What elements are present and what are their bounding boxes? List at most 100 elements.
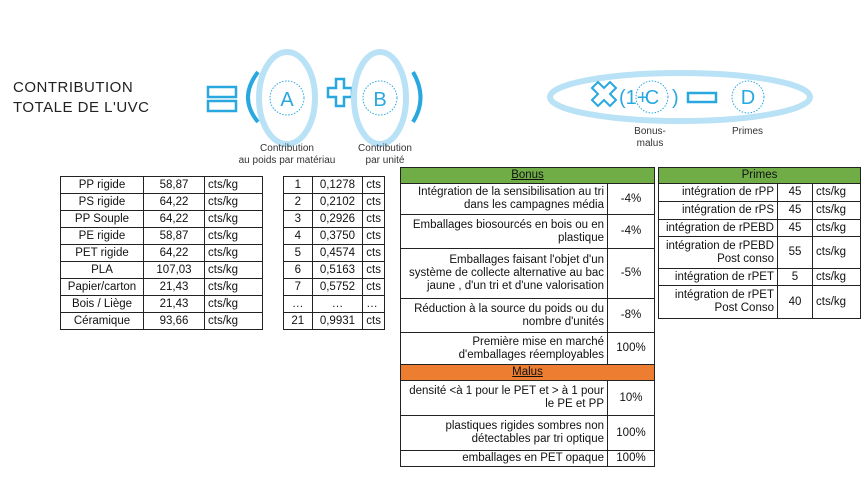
bonus-value: -5%	[607, 248, 655, 299]
malus-text: emballages en PET opaque	[400, 450, 608, 467]
table-row: densité <à 1 pour le PET et > à 1 pour l…	[400, 380, 655, 416]
ellipse-cd-icon	[547, 70, 813, 124]
bonus-text: Première mise en marché d'emballages rée…	[400, 332, 608, 365]
malus-text: plastiques rigides sombres non détectabl…	[400, 415, 608, 451]
label-d: Primes	[731, 126, 764, 137]
letter-b: B	[373, 89, 386, 111]
header-row: Primes	[658, 167, 861, 184]
unit-label: cts	[362, 227, 385, 245]
unit-label: …	[362, 295, 385, 313]
material-unit: cts/kg	[204, 261, 263, 279]
material-name: Bois / Liège	[60, 295, 144, 313]
malus-value: 10%	[607, 380, 655, 416]
material-value: 64,22	[143, 244, 205, 262]
bonus-text: Emballages biosourcés en bois ou en plas…	[400, 214, 608, 249]
unit-value: 0,2926	[311, 210, 364, 228]
material-unit: cts/kg	[204, 176, 263, 194]
prime-unit: cts/kg	[812, 201, 861, 220]
unit-value: 0,3750	[311, 227, 364, 245]
unit-count: 5	[283, 244, 313, 262]
prime-value: 45	[777, 219, 813, 237]
material-unit: cts/kg	[204, 278, 263, 296]
material-name: PLA	[60, 261, 144, 279]
material-unit: cts/kg	[204, 312, 263, 330]
material-name: PP rigide	[60, 176, 144, 194]
unit-value: 0,4574	[311, 244, 364, 262]
unit-value: 0,5163	[311, 261, 364, 279]
minus-icon	[686, 91, 718, 104]
material-unit: cts/kg	[204, 193, 263, 211]
material-name: Papier/carton	[60, 278, 144, 296]
letter-c: C	[645, 87, 659, 109]
letter-d: D	[741, 87, 755, 109]
material-unit: cts/kg	[204, 244, 263, 262]
circle-c-icon	[635, 80, 669, 114]
prime-unit: cts/kg	[812, 183, 861, 202]
letter-a: A	[280, 89, 294, 111]
prime-unit: cts/kg	[812, 236, 861, 269]
prime-unit: cts/kg	[812, 268, 861, 286]
title-line-2: TOTALE DE L'UVC	[13, 99, 150, 116]
table-row: Première mise en marché d'emballages rée…	[400, 332, 655, 365]
material-name: PP Souple	[60, 210, 144, 228]
label-c: Bonus-malus	[634, 126, 666, 149]
material-name: PS rigide	[60, 193, 144, 211]
bonus-text: Intégration de la sensibilisation au tri…	[400, 183, 608, 215]
prime-value: 45	[777, 201, 813, 220]
material-unit: cts/kg	[204, 210, 263, 228]
ellipse-b-icon	[351, 49, 409, 147]
plus-icon	[326, 77, 354, 108]
unit-count: 1	[283, 176, 313, 194]
material-unit: cts/kg	[204, 295, 263, 313]
unit-label: cts	[362, 312, 385, 330]
close-paren: )	[672, 87, 679, 109]
prime-text: intégration de rPS	[658, 201, 778, 220]
malus-value: 100%	[607, 450, 655, 467]
unit-count: 21	[283, 312, 313, 330]
unit-label: cts	[362, 193, 385, 211]
equals-icon	[206, 85, 238, 113]
prime-text: intégration de rPP	[658, 183, 778, 202]
material-name: Céramique	[60, 312, 144, 330]
prime-text: intégration de rPET Post Conso	[658, 285, 778, 319]
unit-value: 0,1278	[311, 176, 364, 194]
unit-count: 6	[283, 261, 313, 279]
material-value: 64,22	[143, 210, 205, 228]
header-row: Malus	[400, 364, 655, 381]
material-name: PET rigide	[60, 244, 144, 262]
bonus-value: -4%	[607, 183, 655, 215]
circle-d-icon	[731, 80, 765, 114]
material-value: 93,66	[143, 312, 205, 330]
bonus-text: Emballages faisant l'objet d'un système …	[400, 248, 608, 299]
malus-header: Malus	[400, 364, 655, 381]
bonus-text: Réduction à la source du poids ou du nom…	[400, 298, 608, 333]
unit-count: 3	[283, 210, 313, 228]
unit-label: cts	[362, 210, 385, 228]
formula-diagram: A B (1+ C ) D	[206, 49, 813, 147]
bracket-icon	[246, 70, 260, 124]
material-value: 64,22	[143, 193, 205, 211]
